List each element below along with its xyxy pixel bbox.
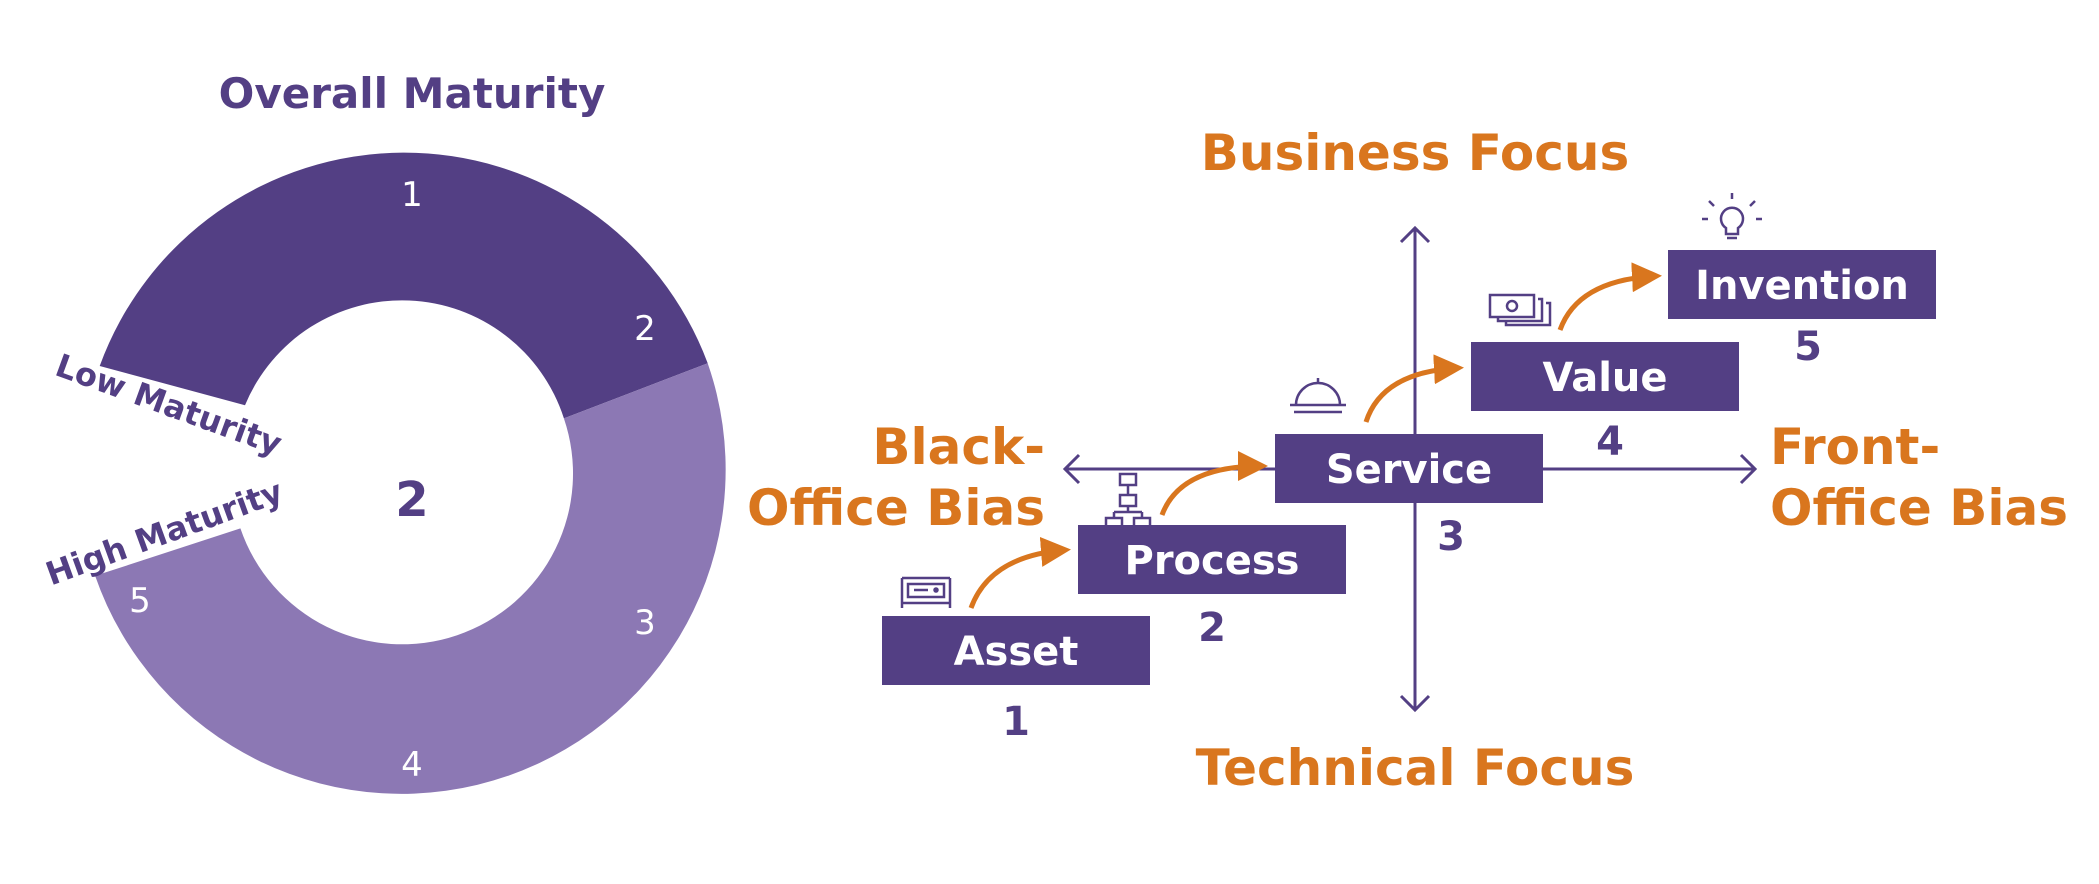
stage-number: 5 bbox=[1794, 324, 1822, 370]
back-office-bias-label-line2: Office Bias bbox=[747, 479, 1045, 537]
arrow-service-to-value bbox=[1363, 354, 1464, 423]
business-focus-label: Business Focus bbox=[1201, 124, 1630, 182]
stage-number: 3 bbox=[1437, 514, 1465, 560]
front-office-bias-label-line2: Office Bias bbox=[1770, 479, 2068, 537]
arrow-value-to-invention bbox=[1557, 262, 1662, 331]
donut-segment-label-2: 2 bbox=[634, 309, 656, 349]
server-rack-icon bbox=[900, 576, 952, 608]
donut-segment-label-4: 4 bbox=[401, 745, 423, 785]
arrow-asset-to-process bbox=[968, 536, 1071, 609]
technical-focus-label: Technical Focus bbox=[1196, 739, 1635, 797]
stage-number: 4 bbox=[1596, 419, 1624, 465]
stage-label: Invention bbox=[1695, 263, 1909, 309]
donut-segment-dark bbox=[99, 152, 708, 419]
stage-service: Service 3 bbox=[1275, 434, 1543, 560]
money-bills-icon bbox=[1488, 293, 1552, 327]
axis-arrowhead-down bbox=[1399, 694, 1431, 713]
axis-arrowhead-right bbox=[1739, 453, 1758, 485]
stage-label: Service bbox=[1326, 447, 1492, 493]
donut-segment-label-3: 3 bbox=[634, 603, 656, 643]
stage-number: 1 bbox=[1002, 699, 1030, 745]
donut-segment-light bbox=[95, 363, 726, 794]
stage-box bbox=[1668, 250, 1936, 319]
stage-label: Process bbox=[1125, 538, 1300, 584]
stage-value: Value 4 bbox=[1471, 342, 1739, 465]
donut-title: Overall Maturity bbox=[219, 69, 606, 118]
donut-segment-label-5: 5 bbox=[129, 581, 151, 621]
stage-box bbox=[882, 616, 1150, 685]
axis-arrowhead-left bbox=[1062, 453, 1081, 485]
stage-invention: Invention 5 bbox=[1668, 250, 1936, 370]
stage-number: 2 bbox=[1198, 605, 1226, 651]
donut-chart bbox=[95, 152, 726, 794]
back-office-bias-label-line1: Black- bbox=[872, 418, 1045, 476]
stage-process: Process 2 bbox=[1078, 525, 1346, 651]
donut-center-value: 2 bbox=[395, 472, 428, 528]
lightbulb-icon bbox=[1702, 193, 1762, 240]
stage-label: Value bbox=[1542, 355, 1667, 401]
stage-box bbox=[1275, 434, 1543, 503]
stage-asset: Asset 1 bbox=[882, 616, 1150, 745]
axis-arrowhead-up bbox=[1399, 225, 1431, 244]
stage-label: Asset bbox=[954, 629, 1079, 675]
arrow-process-to-service bbox=[1159, 451, 1268, 516]
front-office-bias-label-line1: Front- bbox=[1770, 418, 1940, 476]
donut-segment-label-1: 1 bbox=[401, 175, 423, 215]
progression-arrows bbox=[968, 262, 1662, 609]
stage-box bbox=[1078, 525, 1346, 594]
stage-box bbox=[1471, 342, 1739, 411]
service-bell-icon bbox=[1290, 378, 1346, 414]
flowchart-icon bbox=[1104, 472, 1152, 530]
